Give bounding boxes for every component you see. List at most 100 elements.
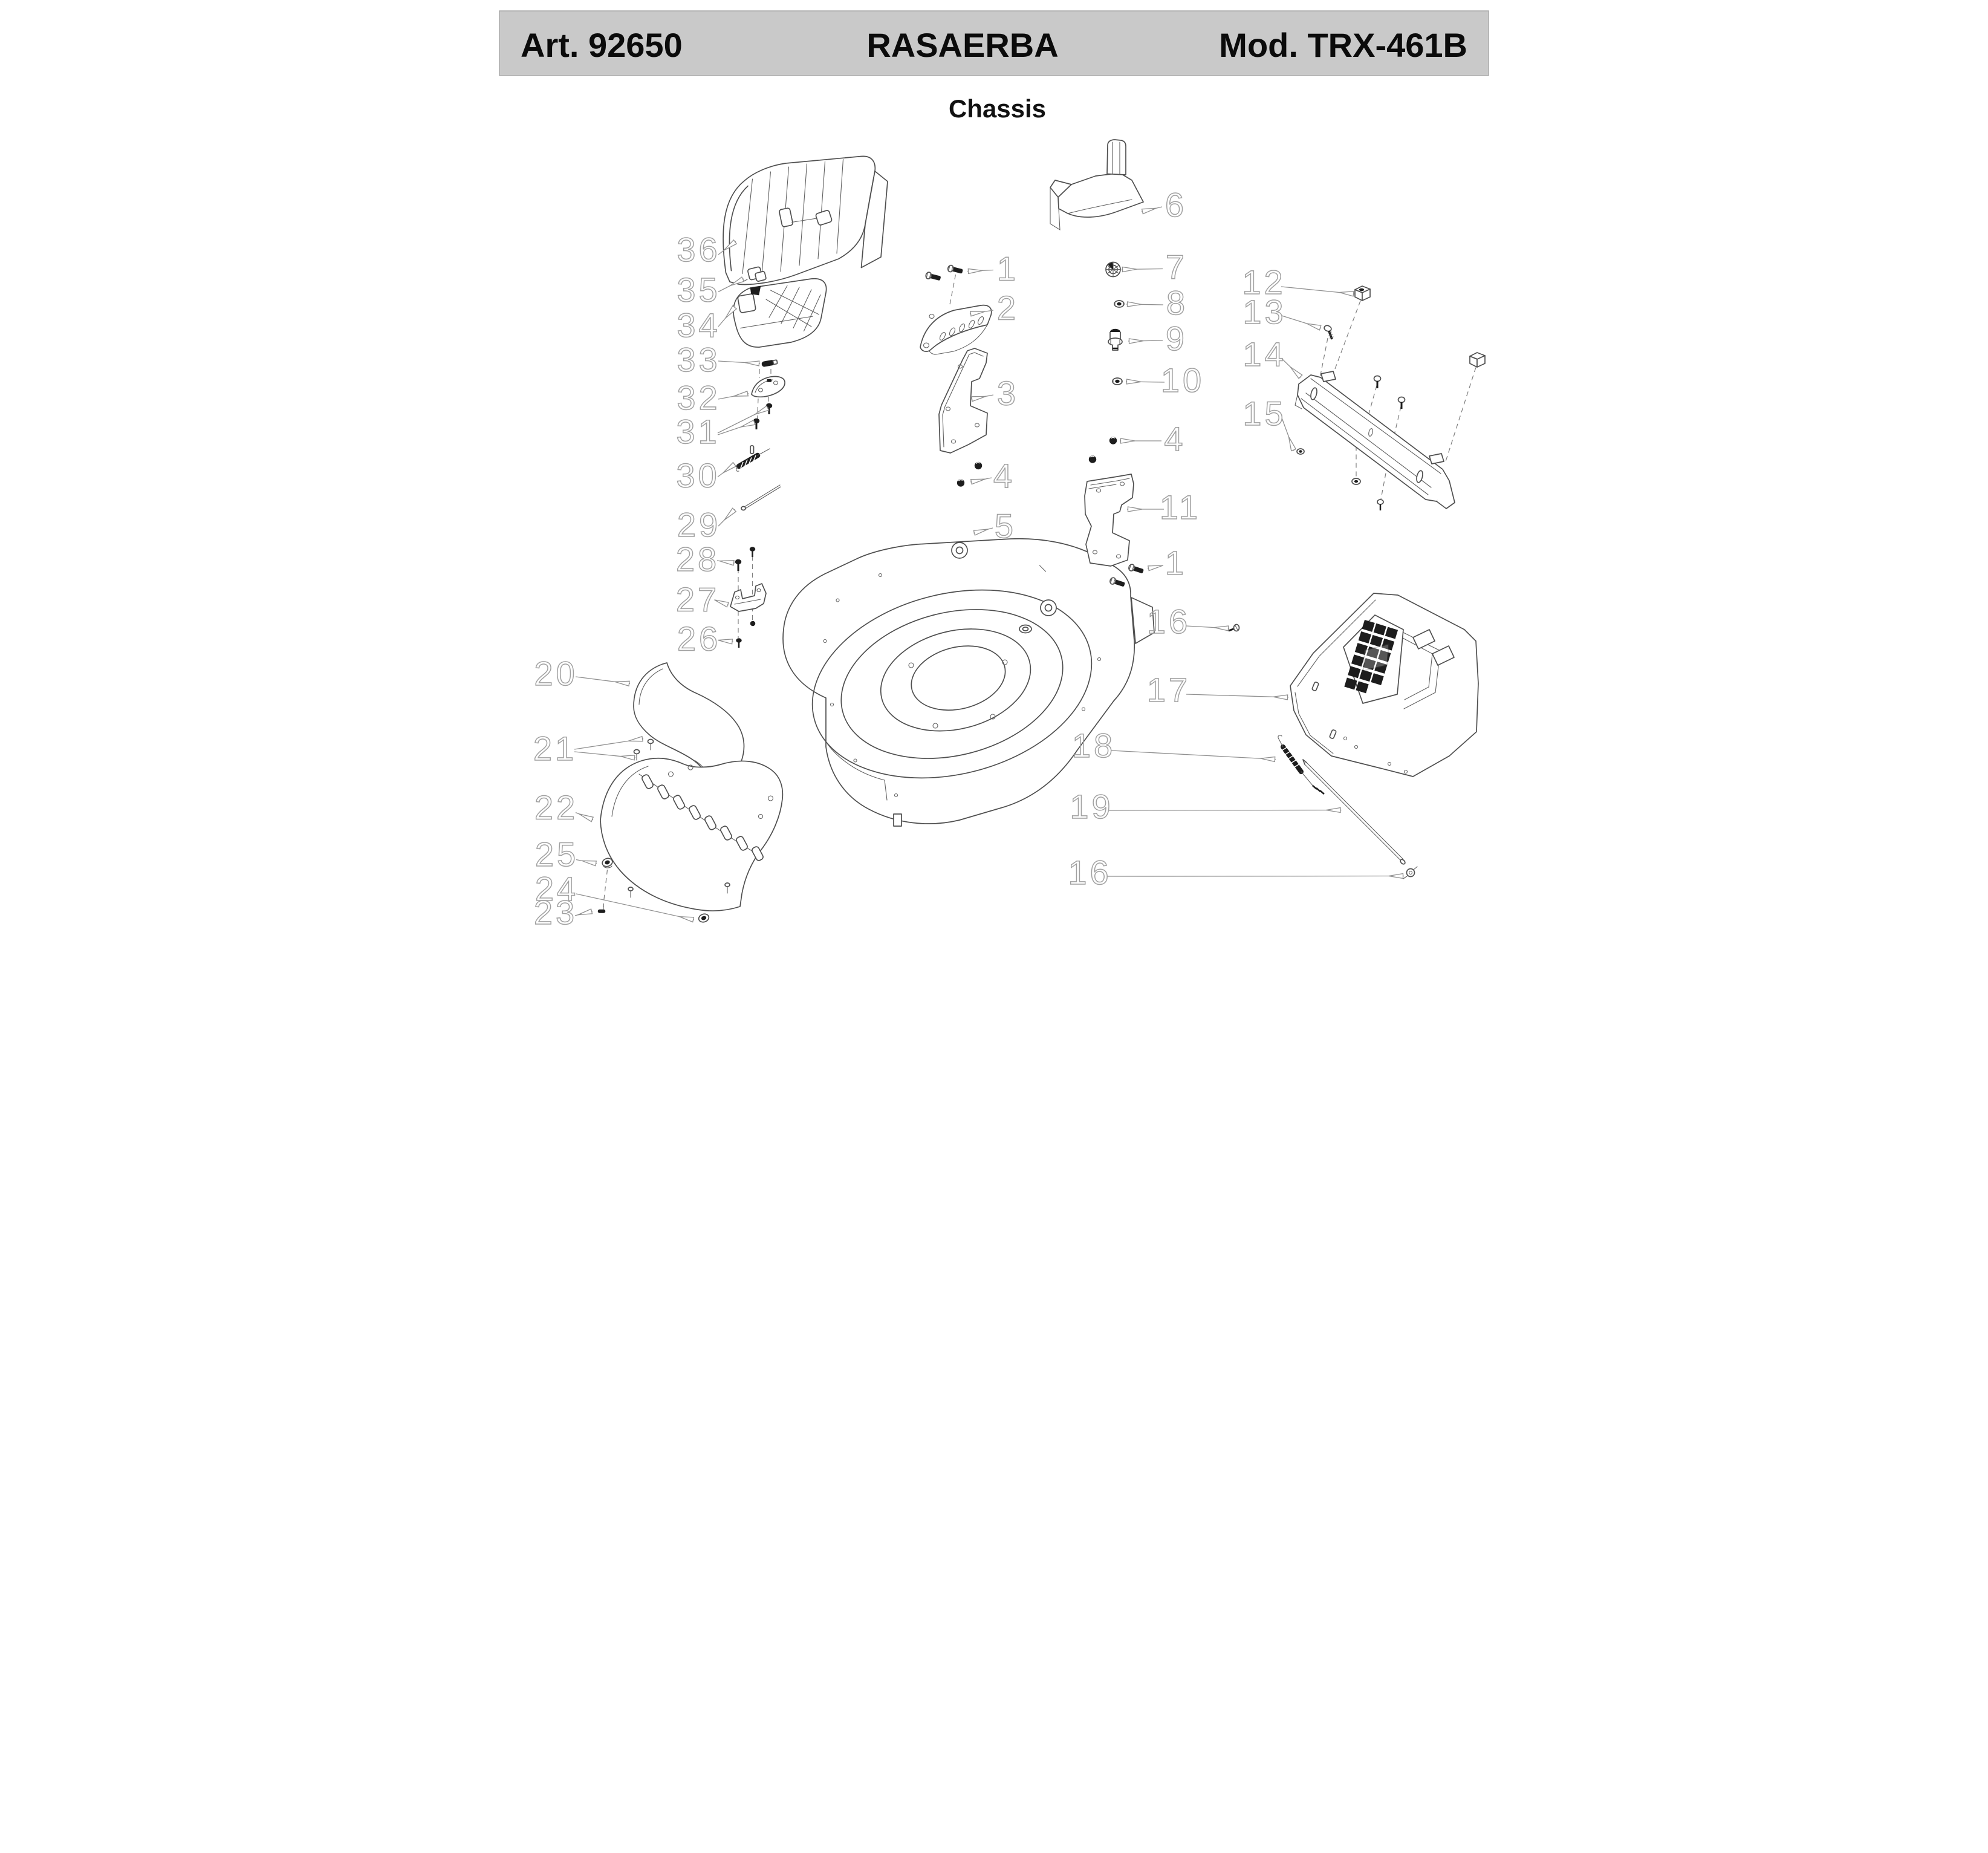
callout-number: 36 xyxy=(677,230,720,269)
part-16-rod-eyelet xyxy=(1403,866,1418,879)
callout-number: 31 xyxy=(676,412,720,451)
callout-4-mid: 4 xyxy=(970,456,1015,495)
part-4-dome-nuts-right xyxy=(1088,437,1117,463)
callout-5: 5 xyxy=(973,506,1016,545)
part-19-link-rod xyxy=(1302,759,1406,865)
callout-11: 11 xyxy=(1127,487,1201,527)
parts-diagram-page: Art. 92650 RASAERBA Mod. TRX-461B Chassi… xyxy=(497,0,1491,927)
callout-8: 8 xyxy=(1126,283,1188,322)
callout-number: 15 xyxy=(1242,394,1286,432)
callout-36: 36 xyxy=(677,230,738,269)
model-number: Mod. TRX-461B xyxy=(1219,26,1467,64)
deck-rings xyxy=(811,589,1093,779)
callout-number: 13 xyxy=(1242,293,1286,331)
part-31-screws xyxy=(753,403,773,429)
callout-35: 35 xyxy=(677,270,745,309)
part-17-rear-cover xyxy=(1290,593,1479,777)
callout-20: 20 xyxy=(534,654,631,693)
callout-21: 21 xyxy=(533,729,644,768)
callout-19: 19 xyxy=(1070,787,1342,826)
part-6-belt-guard xyxy=(1050,139,1144,231)
part-10-flange-nut xyxy=(1112,377,1123,385)
callout-3: 3 xyxy=(970,374,1016,412)
part-23-elbow-screw xyxy=(597,904,606,913)
callout-number: 8 xyxy=(1166,284,1188,322)
callout-10: 10 xyxy=(1125,360,1204,400)
callout-number: 30 xyxy=(676,457,720,495)
callout-number: 7 xyxy=(1166,248,1187,286)
callout-number: 16 xyxy=(1147,602,1191,640)
callout-number: 28 xyxy=(676,540,720,578)
callout-7: 7 xyxy=(1121,247,1187,286)
callout-31: 31 xyxy=(676,405,770,451)
callout-number: 4 xyxy=(993,457,1015,495)
callout-15: 15 xyxy=(1242,394,1297,452)
vent-slots xyxy=(642,774,764,861)
callout-6: 6 xyxy=(1141,185,1187,224)
page-title: Chassis xyxy=(949,94,1046,123)
part-34-grille-cover xyxy=(733,278,827,348)
callout-2: 2 xyxy=(969,288,1019,327)
part-27-u-bracket xyxy=(730,583,767,612)
callout-number: 17 xyxy=(1147,671,1191,709)
callout-13: 13 xyxy=(1242,292,1322,331)
dashed-assembly-lines xyxy=(602,274,1476,913)
callout-number: 9 xyxy=(1166,319,1187,357)
brand-name: RASAERBA xyxy=(866,26,1058,64)
part-18-spring xyxy=(1278,735,1325,795)
part-4-dome-nuts-mid xyxy=(957,461,983,487)
part-13-screw xyxy=(1324,325,1334,340)
callout-number: 18 xyxy=(1072,726,1116,764)
article-number: Art. 92650 xyxy=(521,26,683,64)
callout-number: 10 xyxy=(1161,361,1204,399)
callouts: 36 35 34 33 32 31 30 29 28 27 26 20 21 2… xyxy=(533,185,1405,927)
callout-27: 27 xyxy=(675,580,729,619)
callout-23: 23 xyxy=(533,893,593,927)
part-36-upper-deflector xyxy=(723,155,888,285)
part-1-hex-bolt-right xyxy=(1109,564,1144,587)
callout-number: 11 xyxy=(1160,488,1201,526)
callout-29: 29 xyxy=(677,505,737,544)
callout-14: 14 xyxy=(1242,334,1303,379)
callout-number: 20 xyxy=(534,654,577,692)
part-26-screw xyxy=(736,638,742,648)
part-8-nut xyxy=(1114,300,1125,308)
callout-9: 9 xyxy=(1128,319,1187,358)
part-5-chassis-deck xyxy=(782,538,1155,827)
part-30-tension-spring xyxy=(736,445,770,472)
part-2-curved-bracket xyxy=(920,304,992,355)
callout-1-mid: 1 xyxy=(967,249,1016,288)
header-background xyxy=(499,10,1489,76)
callout-number: 22 xyxy=(534,789,578,827)
part-11-side-plate-right xyxy=(1084,474,1134,567)
part-12-square-nut xyxy=(1354,285,1371,301)
callout-12: 12 xyxy=(1242,262,1355,302)
callout-number: 33 xyxy=(677,340,720,379)
part-33-pivot-pin xyxy=(761,359,778,367)
callout-number: 19 xyxy=(1070,787,1113,826)
part-16-screw-top xyxy=(1228,624,1240,632)
part-7-wheel-cap xyxy=(1105,261,1121,278)
callout-number: 23 xyxy=(534,893,577,927)
part-29-pivot-rod xyxy=(741,484,781,511)
callout-number: 5 xyxy=(995,507,1016,545)
callout-number: 12 xyxy=(1242,263,1285,301)
callout-16-top: 16 xyxy=(1146,602,1230,641)
callout-34: 34 xyxy=(677,305,738,345)
callout-17: 17 xyxy=(1146,670,1289,709)
callout-16-bottom: 16 xyxy=(1068,853,1405,892)
part-15-nut xyxy=(1296,448,1305,455)
callout-number: 2 xyxy=(997,289,1019,327)
part-22-rear-skirt-housing xyxy=(600,757,784,911)
callout-25: 25 xyxy=(534,835,597,874)
callout-1-right: 1 xyxy=(1147,543,1184,582)
callout-number: 32 xyxy=(677,379,720,417)
callout-18: 18 xyxy=(1071,726,1276,765)
part-32-lever-plate xyxy=(751,376,785,398)
callout-30: 30 xyxy=(676,456,737,495)
callout-number: 21 xyxy=(533,729,577,767)
callout-number: 24 xyxy=(535,870,579,908)
callout-number: 6 xyxy=(1165,186,1187,224)
callout-33: 33 xyxy=(677,340,761,379)
callout-number: 26 xyxy=(677,620,721,658)
